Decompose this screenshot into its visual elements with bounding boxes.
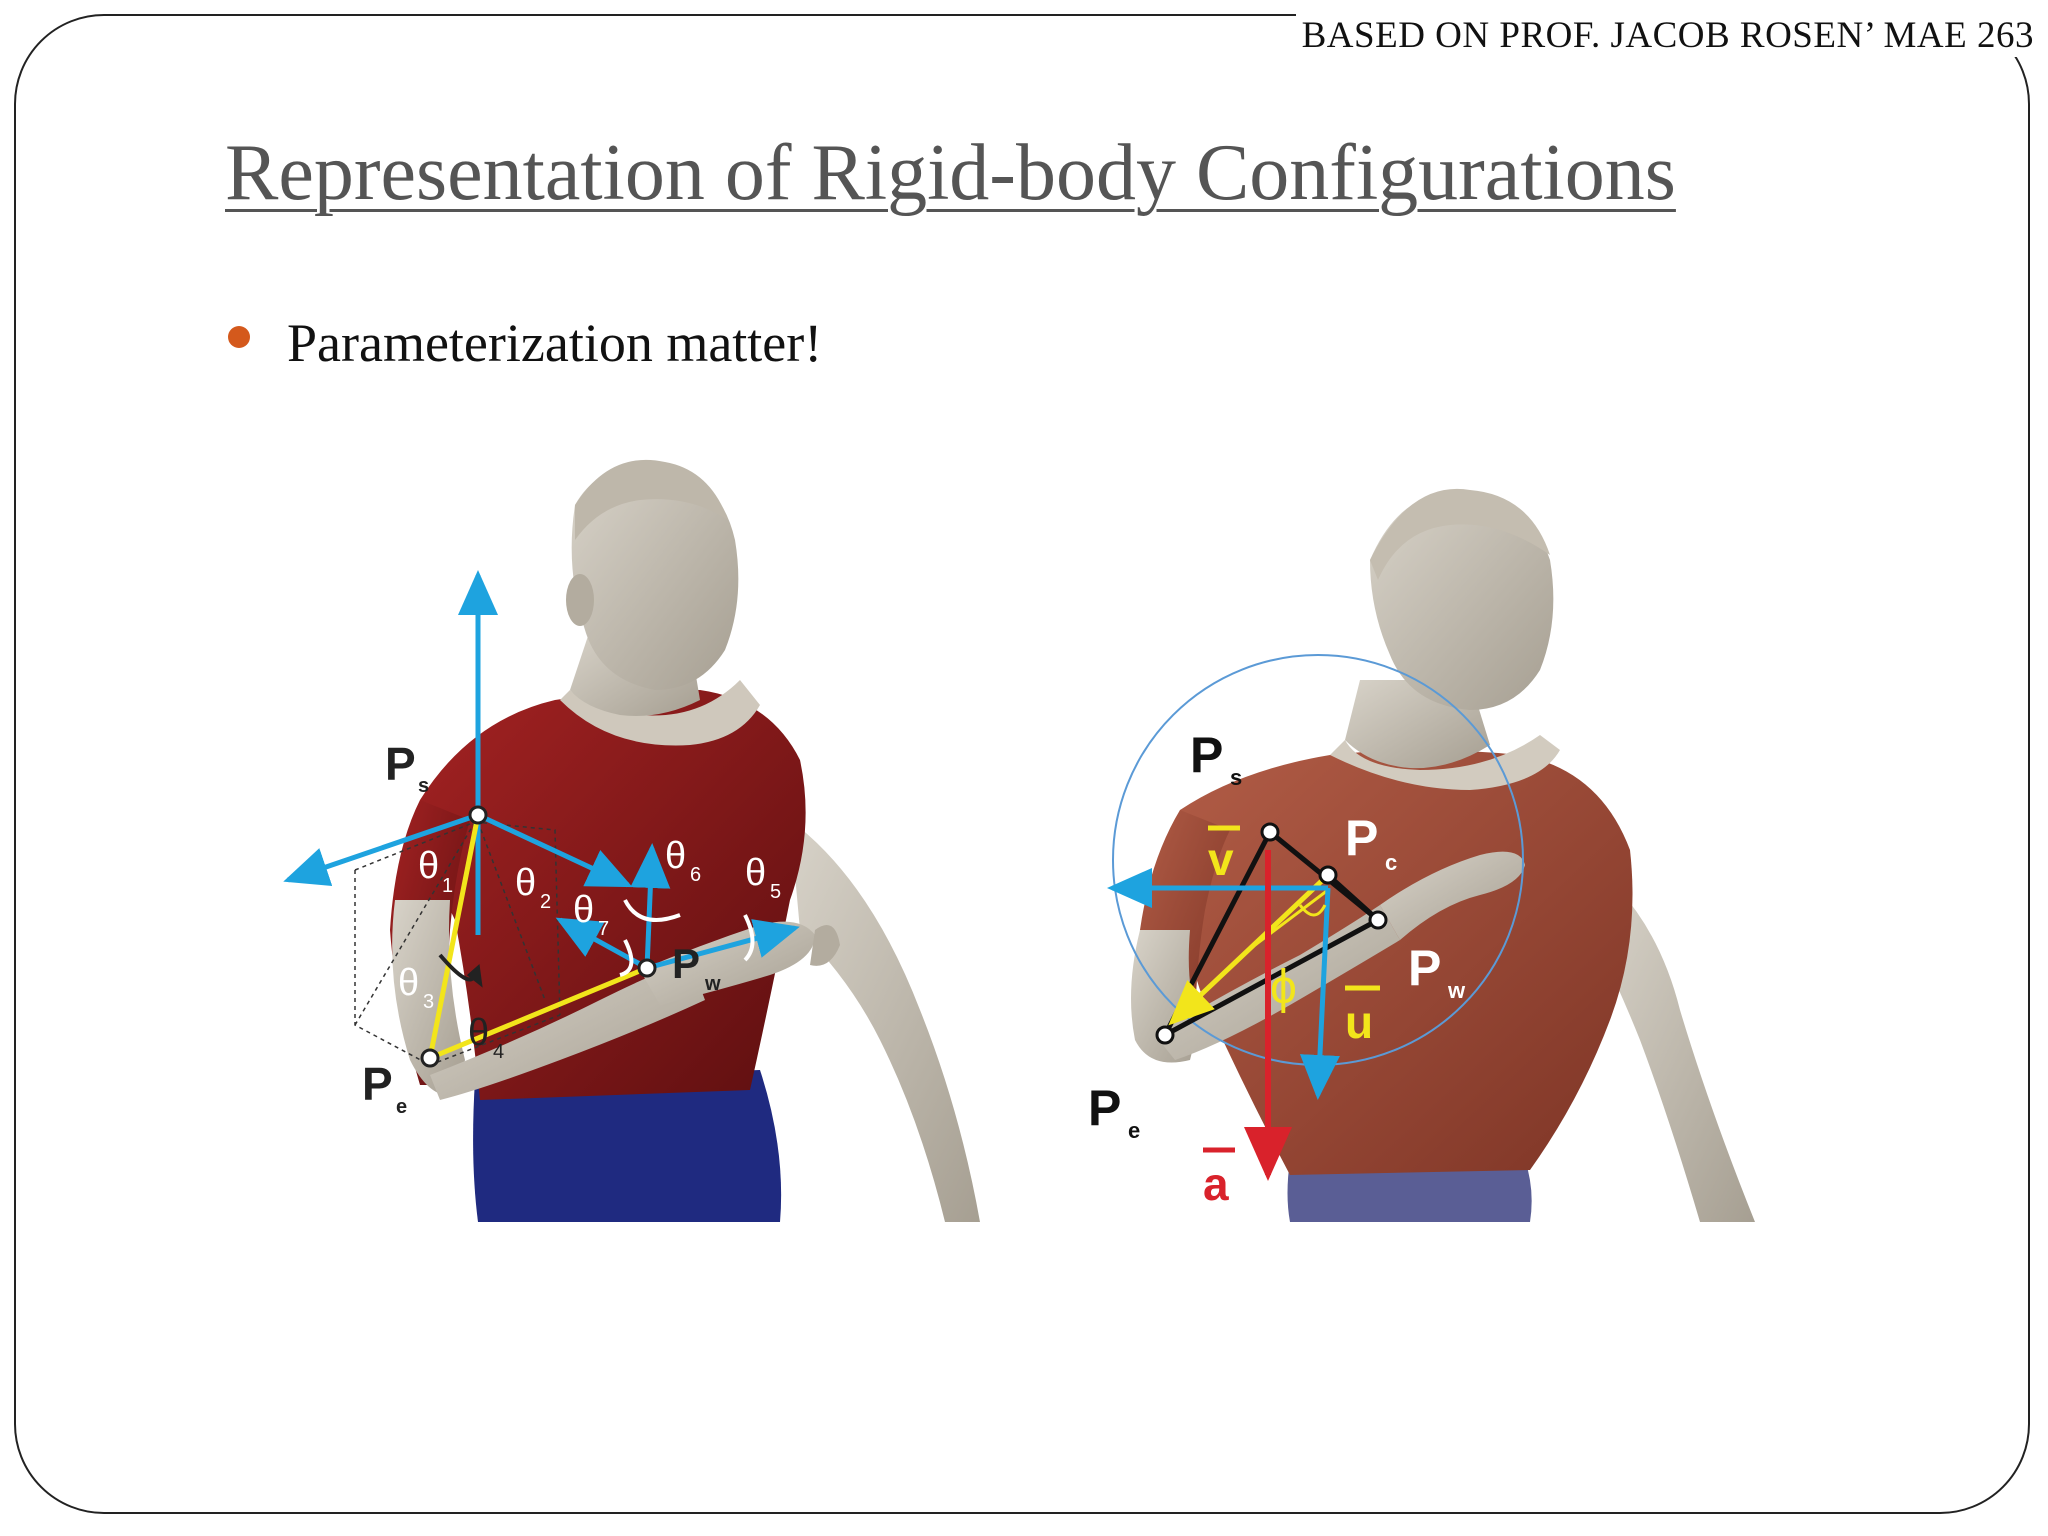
right-labels: P s P c P w P e v u a ϕ: [1088, 727, 1466, 1210]
svg-text:5: 5: [770, 881, 781, 903]
label-pw-left: P: [672, 940, 700, 987]
left-rotation-arrows: [438, 899, 755, 988]
svg-text:3: 3: [423, 991, 434, 1013]
label-theta6: θ: [665, 835, 686, 877]
left-labels: P s P e P w θ 1 θ 2 θ 3 θ 4 θ 5 θ 6 θ 7: [362, 738, 781, 1118]
right-mannequin: [1131, 488, 1755, 1222]
svg-text:7: 7: [598, 918, 609, 940]
svg-text:e: e: [396, 1096, 407, 1118]
svg-text:6: 6: [690, 864, 701, 886]
label-theta3: θ: [398, 962, 419, 1004]
label-u-vector: u: [1345, 996, 1373, 1048]
label-ps-right: P: [1190, 727, 1223, 783]
right-joints: [1155, 822, 1388, 1045]
label-pe-right: P: [1088, 1080, 1121, 1136]
label-theta4: θ: [468, 1012, 489, 1054]
svg-text:1: 1: [442, 875, 453, 897]
right-vectors: [1107, 850, 1340, 1181]
label-pc-right: P: [1345, 810, 1378, 866]
label-theta2: θ: [515, 862, 536, 904]
label-pw-right: P: [1408, 940, 1441, 996]
svg-text:s: s: [1230, 765, 1242, 790]
label-v-vector: v: [1208, 833, 1234, 885]
left-mannequin: [390, 459, 980, 1222]
label-theta5: θ: [745, 852, 766, 894]
header-text: BASED ON PROF. JACOB ROSEN’ MAE 263: [1295, 14, 2040, 57]
left-joints: [420, 805, 657, 1068]
svg-text:2: 2: [540, 891, 551, 913]
svg-text:w: w: [1447, 978, 1466, 1003]
bullet-text: Parameterization matter!: [287, 313, 823, 373]
bullet-dot: [228, 326, 250, 348]
left-arm-links: [427, 814, 648, 1061]
svg-text:s: s: [418, 775, 429, 797]
label-theta7: θ: [573, 889, 594, 931]
slide-frame: [14, 14, 2030, 1514]
svg-text:e: e: [1128, 1118, 1140, 1143]
svg-text:4: 4: [493, 1041, 504, 1063]
label-a-vector: a: [1203, 1158, 1229, 1210]
slide-title: Representation of Rigid-body Configurati…: [225, 129, 1676, 217]
label-theta1: θ: [418, 845, 439, 887]
svg-text:w: w: [704, 973, 721, 995]
label-ps-left: P: [385, 738, 416, 790]
label-pe-left: P: [362, 1058, 393, 1110]
svg-text:c: c: [1385, 850, 1397, 875]
label-phi: ϕ: [1270, 961, 1297, 1014]
left-axes: [283, 570, 800, 971]
